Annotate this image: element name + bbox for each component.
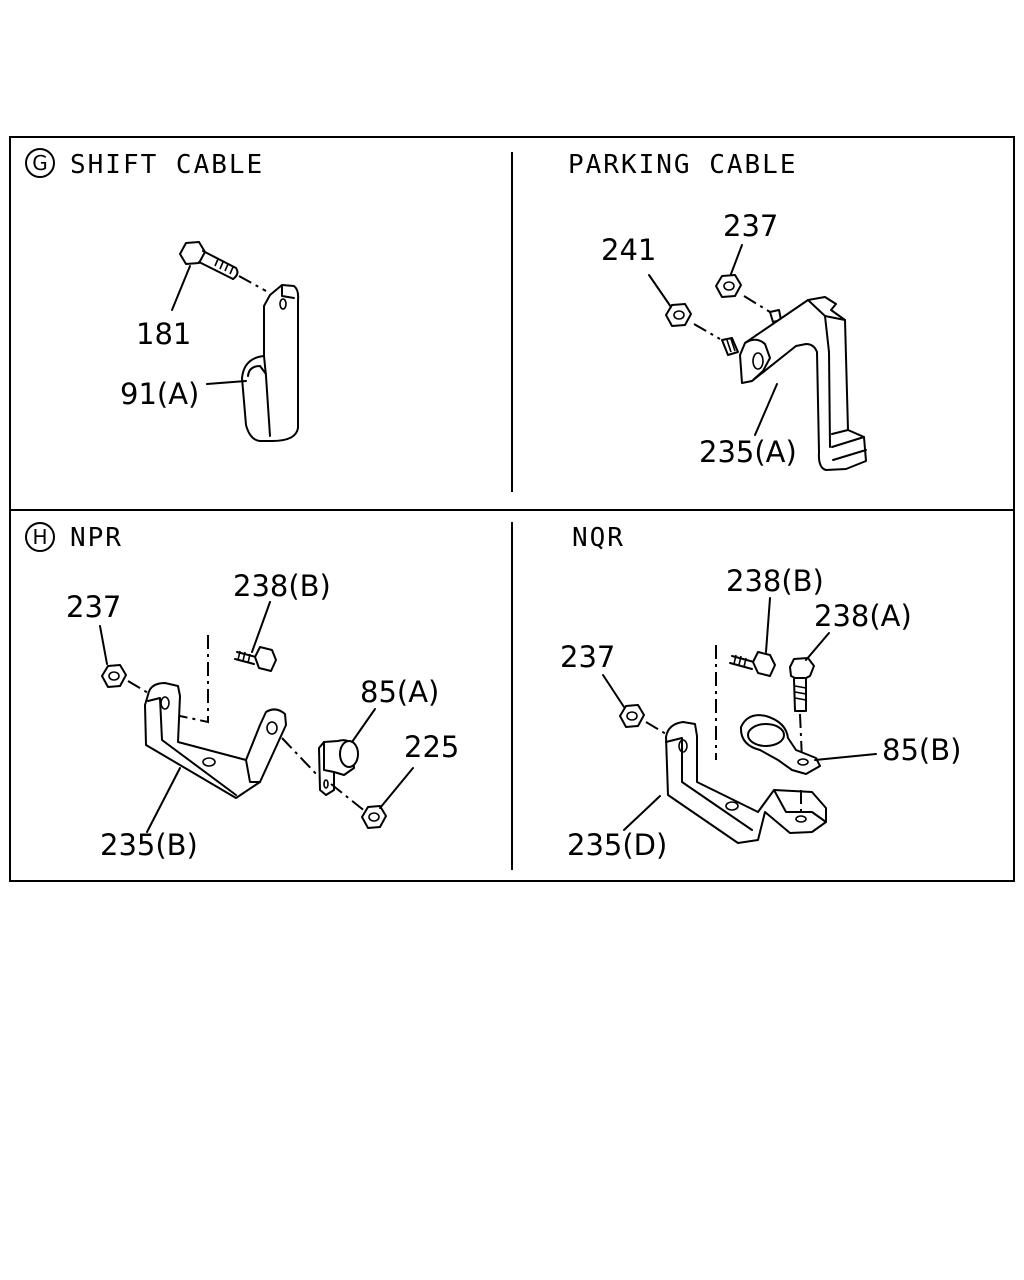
nut-225-drawing [361,805,387,829]
bracket-235b-drawing [144,682,321,799]
label-225: 225 [404,730,459,764]
panel-marker-circle [25,148,55,178]
label-241: 241 [601,233,656,267]
label-235a: 235(A) [699,435,797,469]
label-85a: 85(A) [360,675,439,709]
bolt-238b-npr-drawing [179,635,277,724]
label-235b: 235(B) [100,828,198,862]
bolt-181-drawing [179,241,267,292]
label-91a: 91(A) [120,377,199,411]
nut-237-npr-drawing [101,664,161,701]
nut-237-drawing [715,274,782,323]
nqr-panel: NQR [560,523,961,862]
nqr-title: NQR [572,523,625,553]
shift-cable-panel: G SHIFT CABLE 181 91(A) [25,148,300,442]
bracket-91a-drawing [241,284,300,442]
npr-panel: H NPR [25,522,459,862]
panel-marker-letter: G [32,151,48,175]
label-237-parking: 237 [723,209,778,243]
clamp-85a-drawing [318,739,367,813]
bracket-235a-drawing [721,296,867,471]
label-235d: 235(D) [567,828,667,862]
parking-cable-title: PARKING CABLE [568,150,798,180]
bracket-235d-drawing [665,714,827,844]
label-238b-npr: 238(B) [233,569,331,603]
npr-title: NPR [70,523,123,553]
label-237-npr: 237 [66,590,121,624]
nut-241-drawing [665,303,721,340]
parking-cable-panel: PARKING CABLE 237 241 [568,150,867,471]
label-238b-nqr: 238(B) [726,564,824,598]
label-237-nqr: 237 [560,640,615,674]
label-85b: 85(B) [882,733,961,767]
panel-marker-circle [25,522,55,552]
shift-cable-title: SHIFT CABLE [70,150,264,180]
bolt-238b-nqr-drawing [715,645,776,760]
label-181: 181 [136,317,191,351]
label-238a: 238(A) [814,599,912,633]
panel-marker-letter: H [32,525,47,549]
